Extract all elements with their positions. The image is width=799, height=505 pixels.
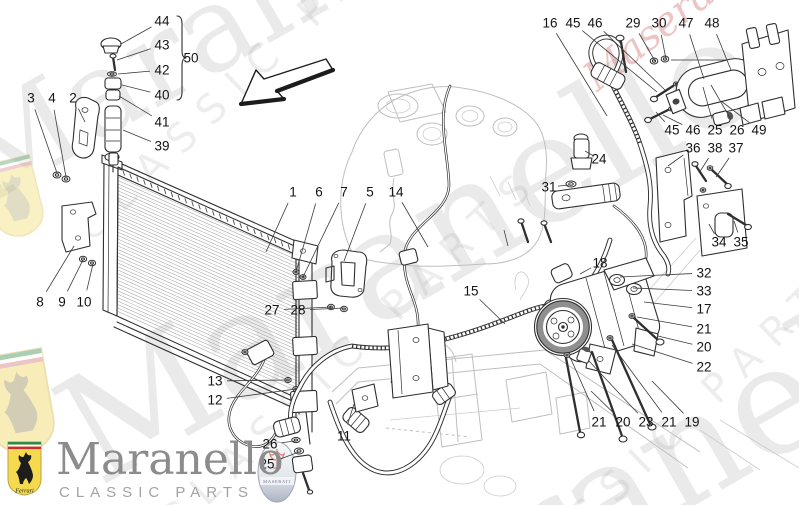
callout-19: 19 [684, 414, 700, 430]
callout-39: 39 [154, 138, 170, 154]
callout-42: 42 [154, 62, 170, 78]
center-bolts [503, 218, 553, 247]
mounting-bracket-5 [325, 249, 368, 298]
callout-32: 32 [696, 265, 712, 281]
callout-7: 7 [340, 184, 348, 200]
callout-23: 23 [638, 414, 654, 430]
brand-footer: Ferrari Maranello CLASSIC PARTS [6, 434, 284, 501]
callout-35: 35 [733, 234, 749, 250]
callout-4: 4 [48, 90, 56, 106]
callout-6: 6 [315, 184, 323, 200]
brand-name: Maranello [56, 434, 284, 485]
callout-12: 12 [207, 392, 223, 408]
callout-21: 21 [591, 414, 607, 430]
callout-20: 20 [615, 414, 631, 430]
callout-50: 50 [183, 50, 199, 66]
callout-43: 43 [154, 37, 170, 53]
callout-27: 27 [264, 302, 280, 318]
callout-21: 21 [696, 321, 712, 337]
callout-16: 16 [542, 15, 558, 31]
callout-46: 46 [587, 15, 603, 31]
callout-15: 15 [463, 283, 479, 299]
callout-24: 24 [591, 151, 607, 167]
callout-3: 3 [27, 90, 35, 106]
callout-48: 48 [704, 15, 720, 31]
bracket-group-36-34 [655, 149, 752, 257]
lower-bracket-hardware [61, 201, 97, 267]
callout-30: 30 [651, 15, 667, 31]
callout-31: 31 [541, 179, 557, 195]
pressure-switch [551, 133, 621, 210]
callout-8: 8 [36, 294, 44, 310]
callout-14: 14 [388, 184, 404, 200]
callout-2: 2 [69, 90, 77, 106]
callout-40: 40 [154, 87, 170, 103]
callout-21: 21 [661, 414, 677, 430]
callout-10: 10 [76, 294, 92, 310]
callout-38: 38 [707, 140, 723, 156]
callout-46: 46 [685, 122, 701, 138]
callout-41: 41 [154, 114, 170, 130]
callout-25: 25 [707, 122, 723, 138]
callout-25: 25 [259, 456, 275, 472]
clamp-block-18 [550, 263, 573, 284]
callout-33: 33 [696, 283, 712, 299]
group-brace-50 [176, 15, 187, 101]
callout-17: 17 [696, 301, 712, 317]
callout-11: 11 [336, 428, 352, 444]
callout-44: 44 [154, 13, 170, 29]
callout-37: 37 [728, 140, 744, 156]
callout-45: 45 [565, 15, 581, 31]
upper-bracket-hardware [52, 96, 100, 183]
bracket-11 [351, 323, 449, 413]
brand-tagline: CLASSIC PARTS [59, 484, 254, 501]
callout-5: 5 [366, 184, 374, 200]
callout-47: 47 [678, 15, 694, 31]
callout-18: 18 [592, 255, 608, 271]
bracket-47 [665, 55, 768, 126]
leader-lines [34, 26, 750, 461]
compressor-drawing [533, 257, 665, 443]
callout-34: 34 [711, 234, 727, 250]
callout-28: 28 [290, 302, 306, 318]
callout-9: 9 [58, 294, 66, 310]
callout-26: 26 [729, 122, 745, 138]
callout-13: 13 [207, 373, 223, 389]
callout-22: 22 [696, 359, 712, 375]
callout-20: 20 [696, 339, 712, 355]
direction-arrow [238, 58, 336, 107]
ferrari-label: Ferrari [14, 488, 34, 495]
side-member [284, 239, 348, 445]
receiver-drier-assembly [100, 37, 122, 173]
callout-29: 29 [625, 15, 641, 31]
ferrari-logo: Ferrari [7, 441, 42, 496]
callout-49: 49 [751, 122, 767, 138]
mount-48 [739, 23, 796, 126]
callout-1: 1 [289, 184, 297, 200]
callout-26: 26 [262, 436, 278, 452]
callout-36: 36 [685, 140, 701, 156]
callout-45: 45 [664, 122, 680, 138]
